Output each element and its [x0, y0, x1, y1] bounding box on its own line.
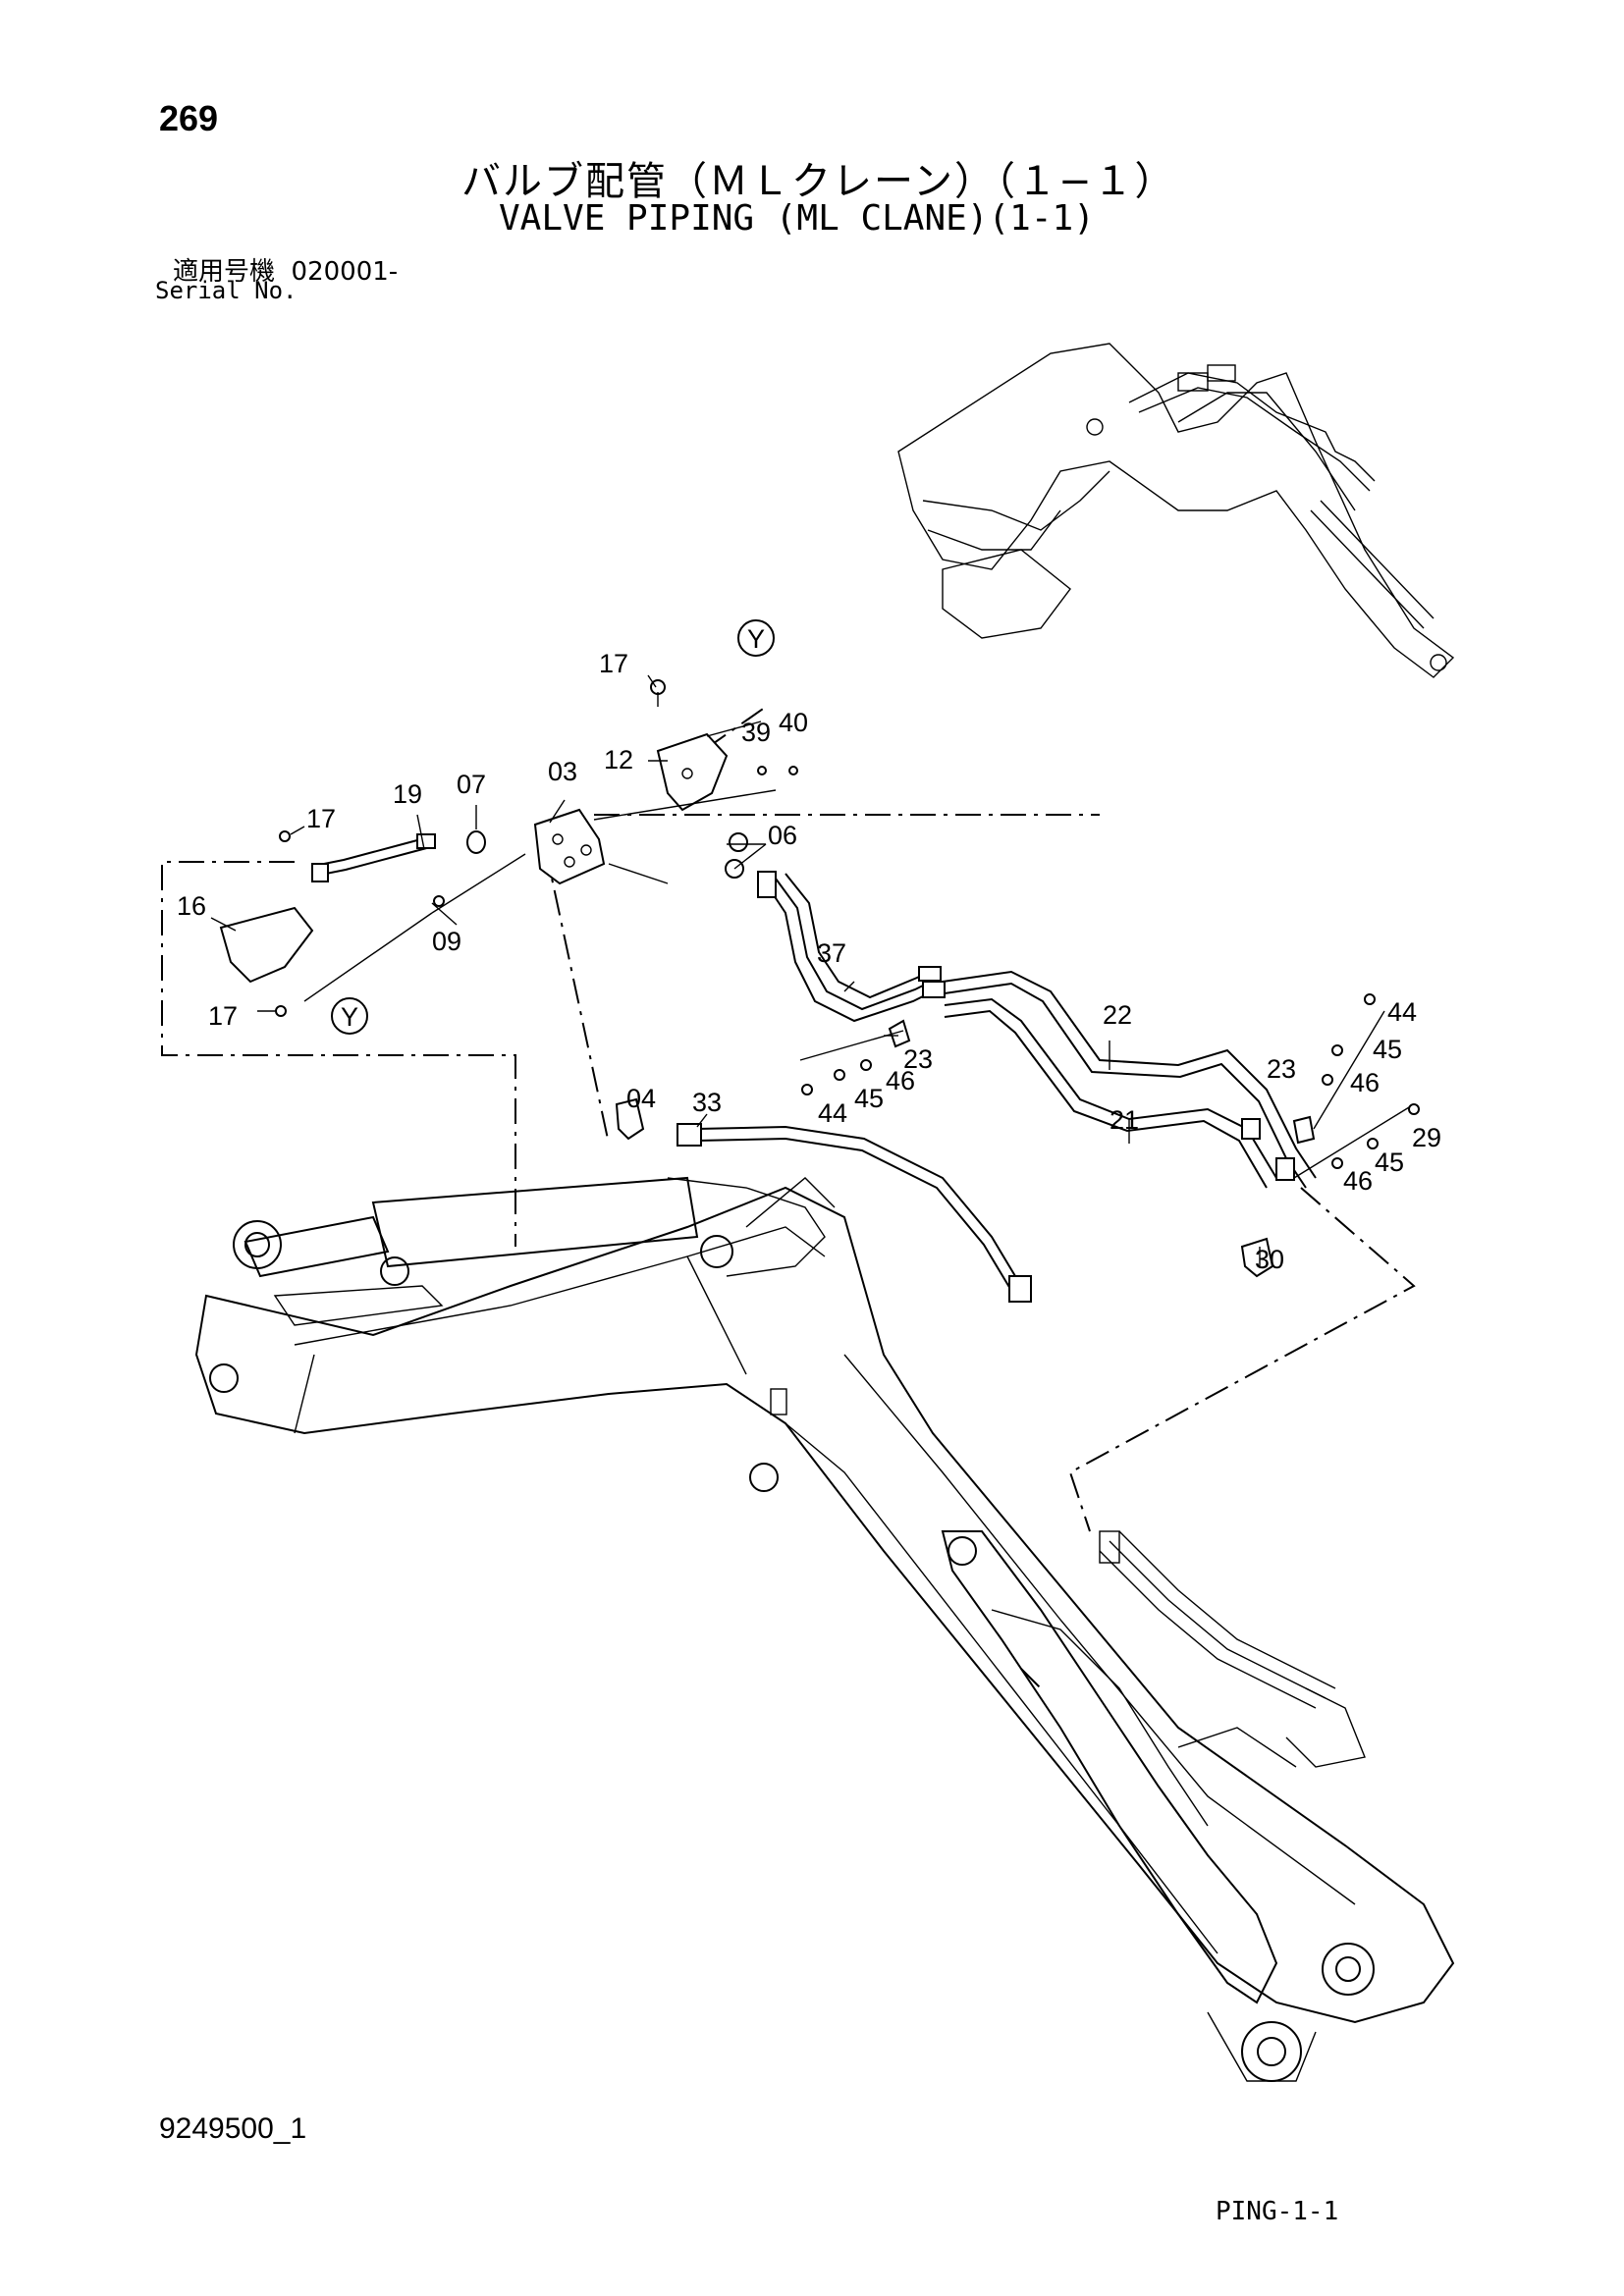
pipe-19	[311, 833, 436, 882]
serial-value: 020001-	[291, 257, 399, 287]
hose-33	[677, 1123, 1032, 1303]
view-marker-y-icon	[331, 997, 368, 1035]
valve-block-03	[533, 808, 606, 885]
leader-lines	[210, 674, 1415, 1266]
callout-04: 04	[626, 1084, 656, 1113]
callout-44-left: 44	[818, 1098, 847, 1128]
callout-46-mid: 46	[1350, 1068, 1380, 1097]
bracket-12	[656, 732, 729, 812]
fasteners-right	[801, 993, 1420, 1169]
callout-40: 40	[779, 708, 808, 737]
callout-37: 37	[817, 938, 846, 968]
callout-30: 30	[1255, 1245, 1284, 1274]
serial-row-jp: 適用号機 020001-	[173, 251, 398, 288]
drawing-number: 9249500_1	[159, 2112, 307, 2145]
callout-45-left: 45	[854, 1084, 884, 1113]
callout-39: 39	[741, 718, 771, 747]
callout-23-right: 23	[1267, 1054, 1296, 1084]
reference-lines	[161, 706, 1416, 1689]
view-marker-y-icon	[737, 619, 775, 657]
arm-cylinder-and-piping	[941, 1530, 1366, 2004]
callout-21: 21	[1110, 1105, 1139, 1135]
callout-45-mid: 45	[1373, 1035, 1402, 1064]
callout-numbers: 03 04 06 07 09 12 16 17 17 17 19 21 22 2…	[177, 649, 1441, 1274]
callout-44-right: 44	[1387, 997, 1417, 1027]
callout-07: 07	[457, 770, 486, 799]
view-label-y-top: Y	[747, 624, 765, 654]
callout-17-left: 17	[306, 804, 336, 833]
callout-06: 06	[768, 821, 797, 850]
callout-23-left: 23	[903, 1044, 933, 1074]
boom-assembly	[194, 1177, 1455, 2082]
callout-29: 29	[1412, 1123, 1441, 1152]
callout-03: 03	[548, 757, 577, 786]
view-marker-y-top: Y	[737, 619, 775, 657]
callout-46-left: 46	[886, 1066, 915, 1095]
page-title-en: VALVE PIPING (ML CLANE)(1-1)	[499, 198, 1095, 239]
boom-cylinder	[233, 1176, 826, 1326]
hoses-37	[757, 871, 946, 1048]
page-number: 269	[159, 98, 219, 138]
view-marker-y-bottom: Y	[331, 997, 368, 1035]
callout-22: 22	[1103, 1000, 1132, 1030]
serial-label-jp: 適用号機	[173, 257, 276, 287]
callout-16: 16	[177, 891, 206, 921]
serial-label-en: Serial No.	[155, 277, 298, 304]
callout-12: 12	[604, 745, 633, 774]
callout-46-right: 46	[1343, 1166, 1373, 1196]
page-title-jp: バルブ配管（ＭＬクレーン）（１−１）	[461, 159, 1176, 204]
inset-overview-drawing	[897, 343, 1455, 678]
pipes-21-22	[942, 970, 1317, 1278]
callout-17-bottom: 17	[208, 1001, 238, 1031]
callout-45-right: 45	[1375, 1148, 1404, 1177]
callout-19: 19	[393, 779, 422, 809]
callout-17-top: 17	[599, 649, 628, 678]
callout-33: 33	[692, 1088, 722, 1117]
cover-16	[219, 906, 314, 984]
callout-09: 09	[432, 927, 461, 956]
view-label-y-bottom: Y	[341, 1002, 358, 1032]
sheet-code: PING-1-1	[1216, 2197, 1339, 2226]
